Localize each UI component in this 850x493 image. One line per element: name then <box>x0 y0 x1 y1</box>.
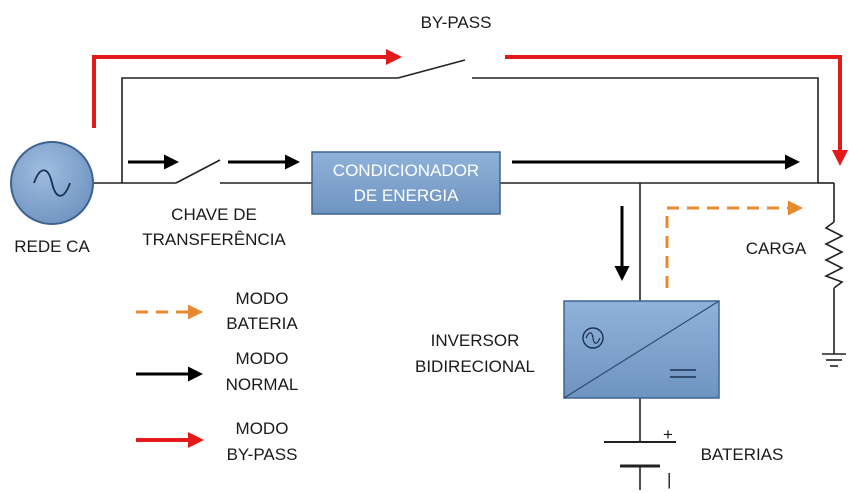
conditioner-label-1: CONDICIONADOR <box>333 161 479 180</box>
legend-label-normal-2: NORMAL <box>226 375 299 394</box>
bypass-wire-right <box>472 77 819 183</box>
bypass-wire-left <box>121 77 398 183</box>
bypass-switch-blade <box>397 59 466 79</box>
batteries-label: BATERIAS <box>701 445 784 464</box>
wiring <box>94 59 835 490</box>
switch-label-1: CHAVE DE <box>171 205 257 224</box>
bypass-arrow-right <box>505 55 848 166</box>
battery-minus-sign: | <box>667 470 671 489</box>
ground-icon <box>822 353 846 367</box>
inverter-label-2: BIDIRECIONAL <box>415 357 535 376</box>
conditioner-label-2: DE ENERGIA <box>354 186 460 205</box>
ac-source-icon <box>10 141 94 225</box>
inverter-label-1: INVERSOR <box>431 331 520 350</box>
bypass-arrow-left <box>92 49 402 128</box>
bypass-arrows <box>92 49 848 166</box>
bypass-label: BY-PASS <box>421 13 492 32</box>
grid-label: REDE CA <box>14 237 90 256</box>
sine-icon <box>582 327 604 349</box>
resistor-icon <box>824 221 844 289</box>
battery-mode-arrow <box>665 200 803 288</box>
transfer-switch-blade <box>175 159 221 184</box>
legend-label-normal-1: MODO <box>236 349 289 368</box>
dc-icon <box>670 369 696 378</box>
switch-label-2: TRANSFERÊNCIA <box>142 230 286 249</box>
legend-label-bypass-2: BY-PASS <box>227 445 298 464</box>
legend-label-bypass-1: MODO <box>236 419 289 438</box>
load-label: CARGA <box>746 239 807 258</box>
sine-icon <box>33 169 71 197</box>
legend-label-battery-2: BATERIA <box>226 314 298 333</box>
normal-arrows <box>128 154 800 281</box>
conditioner-box: CONDICIONADOR DE ENERGIA <box>311 151 501 215</box>
battery-plus-sign: + <box>663 425 673 444</box>
battery-icon <box>604 441 676 468</box>
legend: MODO BATERIA MODO NORMAL MODO BY-PASS <box>136 289 298 464</box>
inverter-box <box>563 300 720 399</box>
legend-label-battery-1: MODO <box>236 289 289 308</box>
